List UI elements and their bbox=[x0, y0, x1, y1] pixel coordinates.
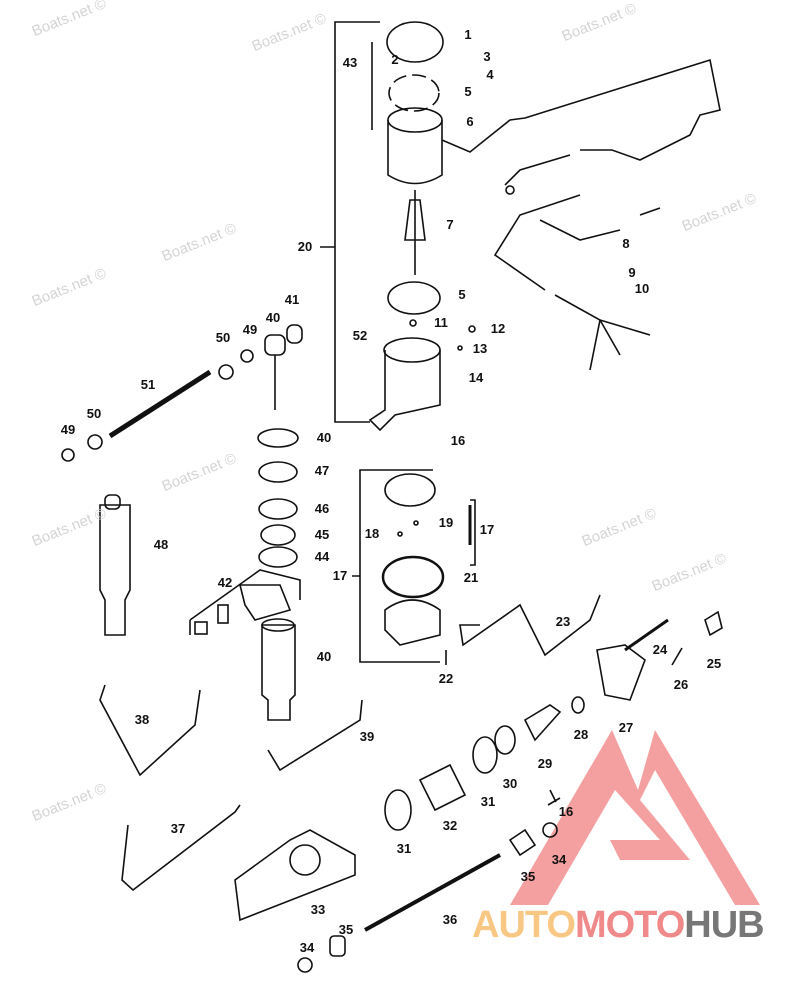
part-label[interactable]: 22 bbox=[438, 671, 454, 686]
part-label[interactable]: 40 bbox=[316, 430, 332, 445]
part-label[interactable]: 4 bbox=[486, 67, 494, 82]
group-bracket-17 bbox=[352, 469, 440, 663]
part-label[interactable]: 10 bbox=[634, 281, 650, 296]
logo-hub: HUB bbox=[684, 904, 764, 946]
part-label[interactable]: 31 bbox=[480, 794, 496, 809]
part-label[interactable]: 23 bbox=[555, 614, 571, 629]
part-pump bbox=[384, 599, 441, 646]
part-sleeve bbox=[418, 763, 467, 812]
part-brush-set bbox=[388, 74, 440, 112]
part-label[interactable]: 13 bbox=[472, 341, 488, 356]
logo-auto: AUTO bbox=[472, 904, 576, 946]
part-label[interactable]: 35 bbox=[520, 869, 536, 884]
part-label[interactable]: 32 bbox=[442, 818, 458, 833]
part-pump-cover bbox=[384, 473, 436, 507]
part-label[interactable]: 39 bbox=[359, 729, 375, 744]
part-label[interactable]: 17 bbox=[332, 568, 348, 583]
part-label[interactable]: 12 bbox=[490, 321, 506, 336]
part-motor-cable bbox=[441, 58, 721, 161]
part-label[interactable]: 3 bbox=[483, 49, 491, 64]
part-label[interactable]: 52 bbox=[352, 328, 368, 343]
part-label[interactable]: 16 bbox=[450, 433, 466, 448]
part-label[interactable]: 44 bbox=[314, 549, 330, 564]
part-tube-38 bbox=[99, 684, 201, 777]
part-label[interactable]: 33 bbox=[310, 902, 326, 917]
logo-triangle bbox=[510, 730, 760, 905]
part-label[interactable]: 11 bbox=[434, 315, 448, 330]
part-label[interactable]: 36 bbox=[442, 912, 458, 927]
part-label[interactable]: 42 bbox=[217, 575, 233, 590]
part-label[interactable]: 27 bbox=[618, 720, 634, 735]
group-bracket-20 bbox=[320, 21, 380, 423]
part-label[interactable]: 21 bbox=[463, 570, 479, 585]
part-label[interactable]: 1 bbox=[464, 27, 472, 42]
part-motor-housing bbox=[387, 120, 443, 185]
part-label[interactable]: 43 bbox=[342, 55, 358, 70]
part-label[interactable]: 47 bbox=[314, 463, 330, 478]
part-tube-37 bbox=[121, 804, 241, 892]
part-label[interactable]: 49 bbox=[242, 322, 258, 337]
part-end-frame bbox=[368, 350, 441, 432]
part-label[interactable]: 6 bbox=[466, 114, 474, 129]
part-label[interactable]: 48 bbox=[153, 537, 169, 552]
part-cap bbox=[386, 21, 444, 63]
part-label[interactable]: 30 bbox=[502, 776, 518, 791]
part-label[interactable]: 45 bbox=[314, 527, 330, 542]
part-tube-39 bbox=[267, 699, 363, 772]
part-label[interactable]: 37 bbox=[170, 821, 186, 836]
part-label[interactable]: 20 bbox=[297, 239, 313, 254]
part-label[interactable]: 25 bbox=[706, 656, 722, 671]
part-label[interactable]: 19 bbox=[438, 515, 454, 530]
part-label[interactable]: 28 bbox=[573, 727, 589, 742]
logo-moto: MOTO bbox=[574, 904, 685, 946]
part-label[interactable]: 8 bbox=[622, 236, 630, 251]
part-label[interactable]: 40 bbox=[265, 310, 281, 325]
part-label[interactable]: 46 bbox=[314, 501, 330, 516]
part-label[interactable]: 9 bbox=[628, 265, 636, 280]
part-wiring-harness bbox=[493, 194, 661, 371]
part-valve-body bbox=[596, 644, 646, 701]
part-label[interactable]: 40 bbox=[316, 649, 332, 664]
part-pin bbox=[108, 369, 212, 439]
part-label[interactable]: 17 bbox=[479, 522, 495, 537]
part-label[interactable]: 5 bbox=[464, 84, 472, 99]
part-label[interactable]: 18 bbox=[364, 526, 380, 541]
part-label[interactable]: 29 bbox=[537, 756, 553, 771]
part-label[interactable]: 34 bbox=[551, 852, 567, 867]
part-armature bbox=[404, 190, 426, 275]
part-label[interactable]: 7 bbox=[446, 217, 454, 232]
part-label[interactable]: 24 bbox=[652, 642, 668, 657]
part-label[interactable]: 41 bbox=[284, 292, 300, 307]
part-label[interactable]: 50 bbox=[86, 406, 102, 421]
automotohub-logo: AUTOMOTOHUB bbox=[472, 904, 765, 947]
part-label[interactable]: 31 bbox=[396, 841, 412, 856]
part-label[interactable]: 35 bbox=[338, 922, 354, 937]
part-tube-23 bbox=[459, 594, 601, 657]
part-label[interactable]: 49 bbox=[60, 422, 76, 437]
part-label[interactable]: 51 bbox=[140, 377, 156, 392]
part-label[interactable]: 16 bbox=[558, 804, 574, 819]
part-trim-cylinder bbox=[99, 504, 131, 636]
part-label[interactable]: 50 bbox=[215, 330, 231, 345]
part-shaft bbox=[364, 853, 501, 932]
part-label[interactable]: 26 bbox=[673, 677, 689, 692]
part-manifold bbox=[234, 829, 356, 922]
part-label[interactable]: 14 bbox=[468, 370, 484, 385]
part-tilt-cylinder bbox=[261, 624, 296, 721]
bracket-17-spring bbox=[470, 499, 476, 566]
part-label[interactable]: 2 bbox=[391, 52, 399, 67]
part-label[interactable]: 5 bbox=[458, 287, 466, 302]
part-label[interactable]: 38 bbox=[134, 712, 150, 727]
part-label[interactable]: 34 bbox=[299, 940, 315, 955]
